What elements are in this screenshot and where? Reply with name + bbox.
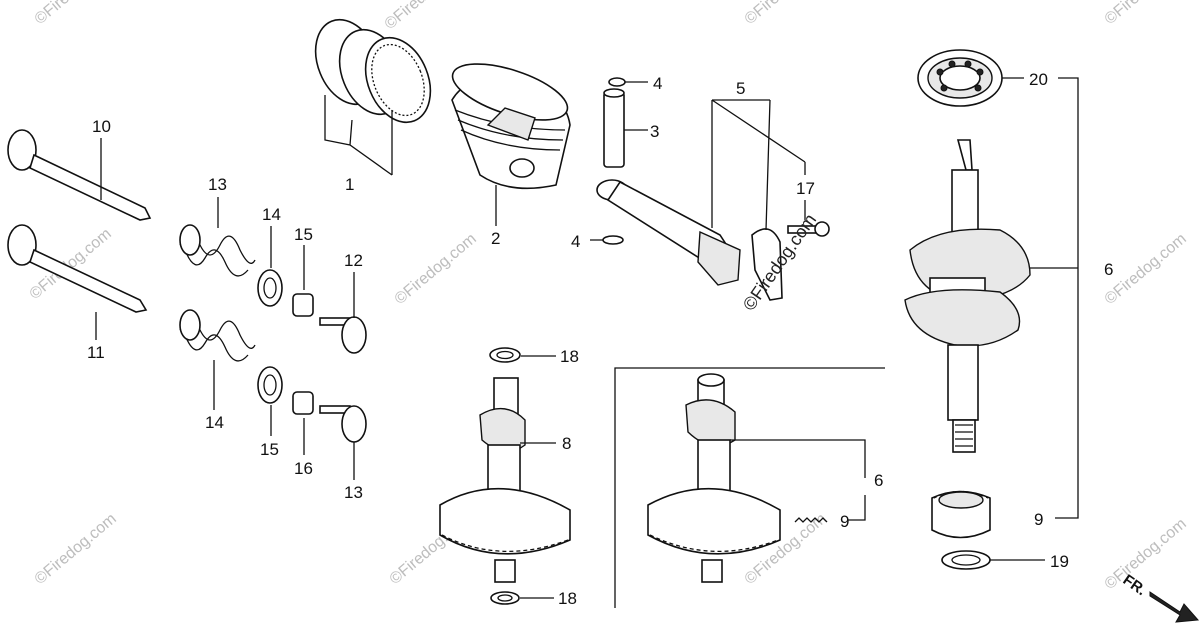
callout-18-top: 18 [560,347,579,366]
watermark: ©Firedog.com [1102,0,1190,28]
crankshaft [904,139,1031,453]
thrust-washer [941,550,991,570]
tappets [319,316,367,443]
callout-18-bottom: 18 [558,589,577,608]
leader-5-17 [711,99,806,231]
watermark: ©Firedog.com [742,0,830,28]
callout-14-top: 13 [208,175,227,194]
callout-4-top: 4 [653,74,662,93]
callout-7: 6 [874,471,883,490]
callout-12: 11 [87,343,105,362]
watermark: ©Firedog.com [1102,515,1190,593]
callout-16-bottom: 16 [294,459,313,478]
valve-collets [292,293,314,415]
callout-15-bottom: 15 [260,440,279,459]
callout-17: 17 [796,179,815,198]
assembly-bracket [614,367,885,608]
timing-gear [931,490,991,539]
leader-14 [213,197,219,410]
watermark: ©Firedog.com [392,230,480,308]
leader-8-18 [520,355,556,599]
piston [451,63,571,190]
callout-13-top: 12 [344,251,363,270]
leader-11-12 [95,138,102,340]
front-direction-indicator: FR. [1120,571,1200,623]
callout-8: 8 [562,434,571,453]
leader-7-10 [730,439,866,521]
callout-14-bottom: 14 [205,413,224,432]
callout-16-top: 15 [294,225,313,244]
callout-13-bottom: 13 [344,483,363,502]
callout-1: 1 [345,175,354,194]
camshaft-right [647,373,828,583]
watermark: ©Firedog.com [32,510,120,588]
arrow-icon [1149,591,1200,623]
watermark: ©Firedog.com [382,0,470,33]
callout-4-bottom: 4 [571,232,580,251]
callout-6: 6 [1104,260,1113,279]
leader-3-4 [590,81,648,241]
callout-19: 19 [1050,552,1069,571]
piston-pin [602,77,626,245]
watermark: ©Firedog.com [1102,230,1190,308]
spring-retainers [257,269,283,404]
callout-9: 9 [1034,510,1043,529]
callout-5: 5 [736,79,745,98]
piston-rings [314,18,432,124]
connecting-rod [596,179,830,301]
callout-11: 10 [92,117,111,136]
watermark: ©Firedog.com [32,0,120,28]
callout-10: 9 [840,512,849,531]
camshaft-left [439,347,571,605]
leader-20-6-9 [1002,77,1079,519]
valves [7,129,152,313]
ball-bearing [917,49,1003,107]
callout-2: 2 [491,229,500,248]
callout-20: 20 [1029,70,1048,89]
valve-springs [179,224,256,362]
leader-1 [324,95,393,176]
callout-15-top: 14 [262,205,281,224]
callout-3: 3 [650,122,659,141]
